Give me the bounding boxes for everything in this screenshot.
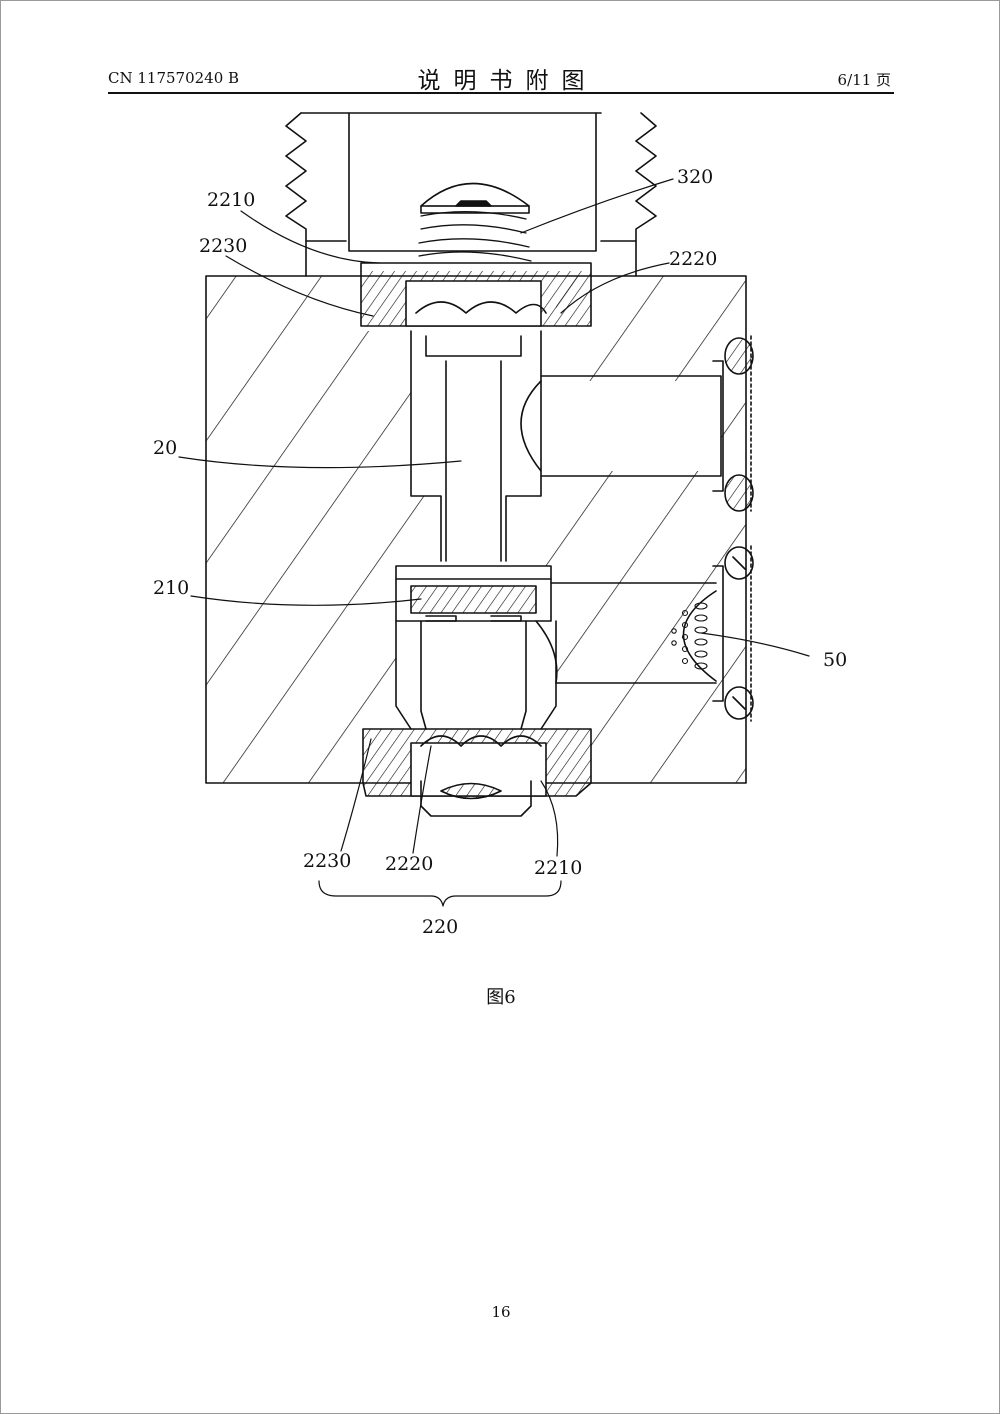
page-of-total: 6/11 页 bbox=[837, 71, 891, 89]
document-number: CN 117570240 B bbox=[108, 69, 240, 87]
label-50: 50 bbox=[823, 649, 848, 671]
label-20: 20 bbox=[153, 437, 178, 459]
page-number: 16 bbox=[491, 1303, 511, 1321]
section-title: 说明书附图 bbox=[417, 68, 598, 94]
label-2230-top: 2230 bbox=[199, 235, 248, 257]
label-320: 320 bbox=[677, 166, 714, 188]
technical-drawing bbox=[178, 112, 810, 907]
header-rule bbox=[108, 92, 894, 94]
label-2220-bottom: 2220 bbox=[385, 853, 434, 875]
figure-caption: 图6 bbox=[486, 987, 516, 1008]
label-220: 220 bbox=[422, 916, 459, 938]
label-2220-top: 2220 bbox=[669, 248, 718, 270]
label-210: 210 bbox=[153, 577, 190, 599]
label-2210-top: 2210 bbox=[207, 189, 256, 211]
label-2210-bottom: 2210 bbox=[534, 857, 583, 879]
label-2230-bottom: 2230 bbox=[303, 850, 352, 872]
